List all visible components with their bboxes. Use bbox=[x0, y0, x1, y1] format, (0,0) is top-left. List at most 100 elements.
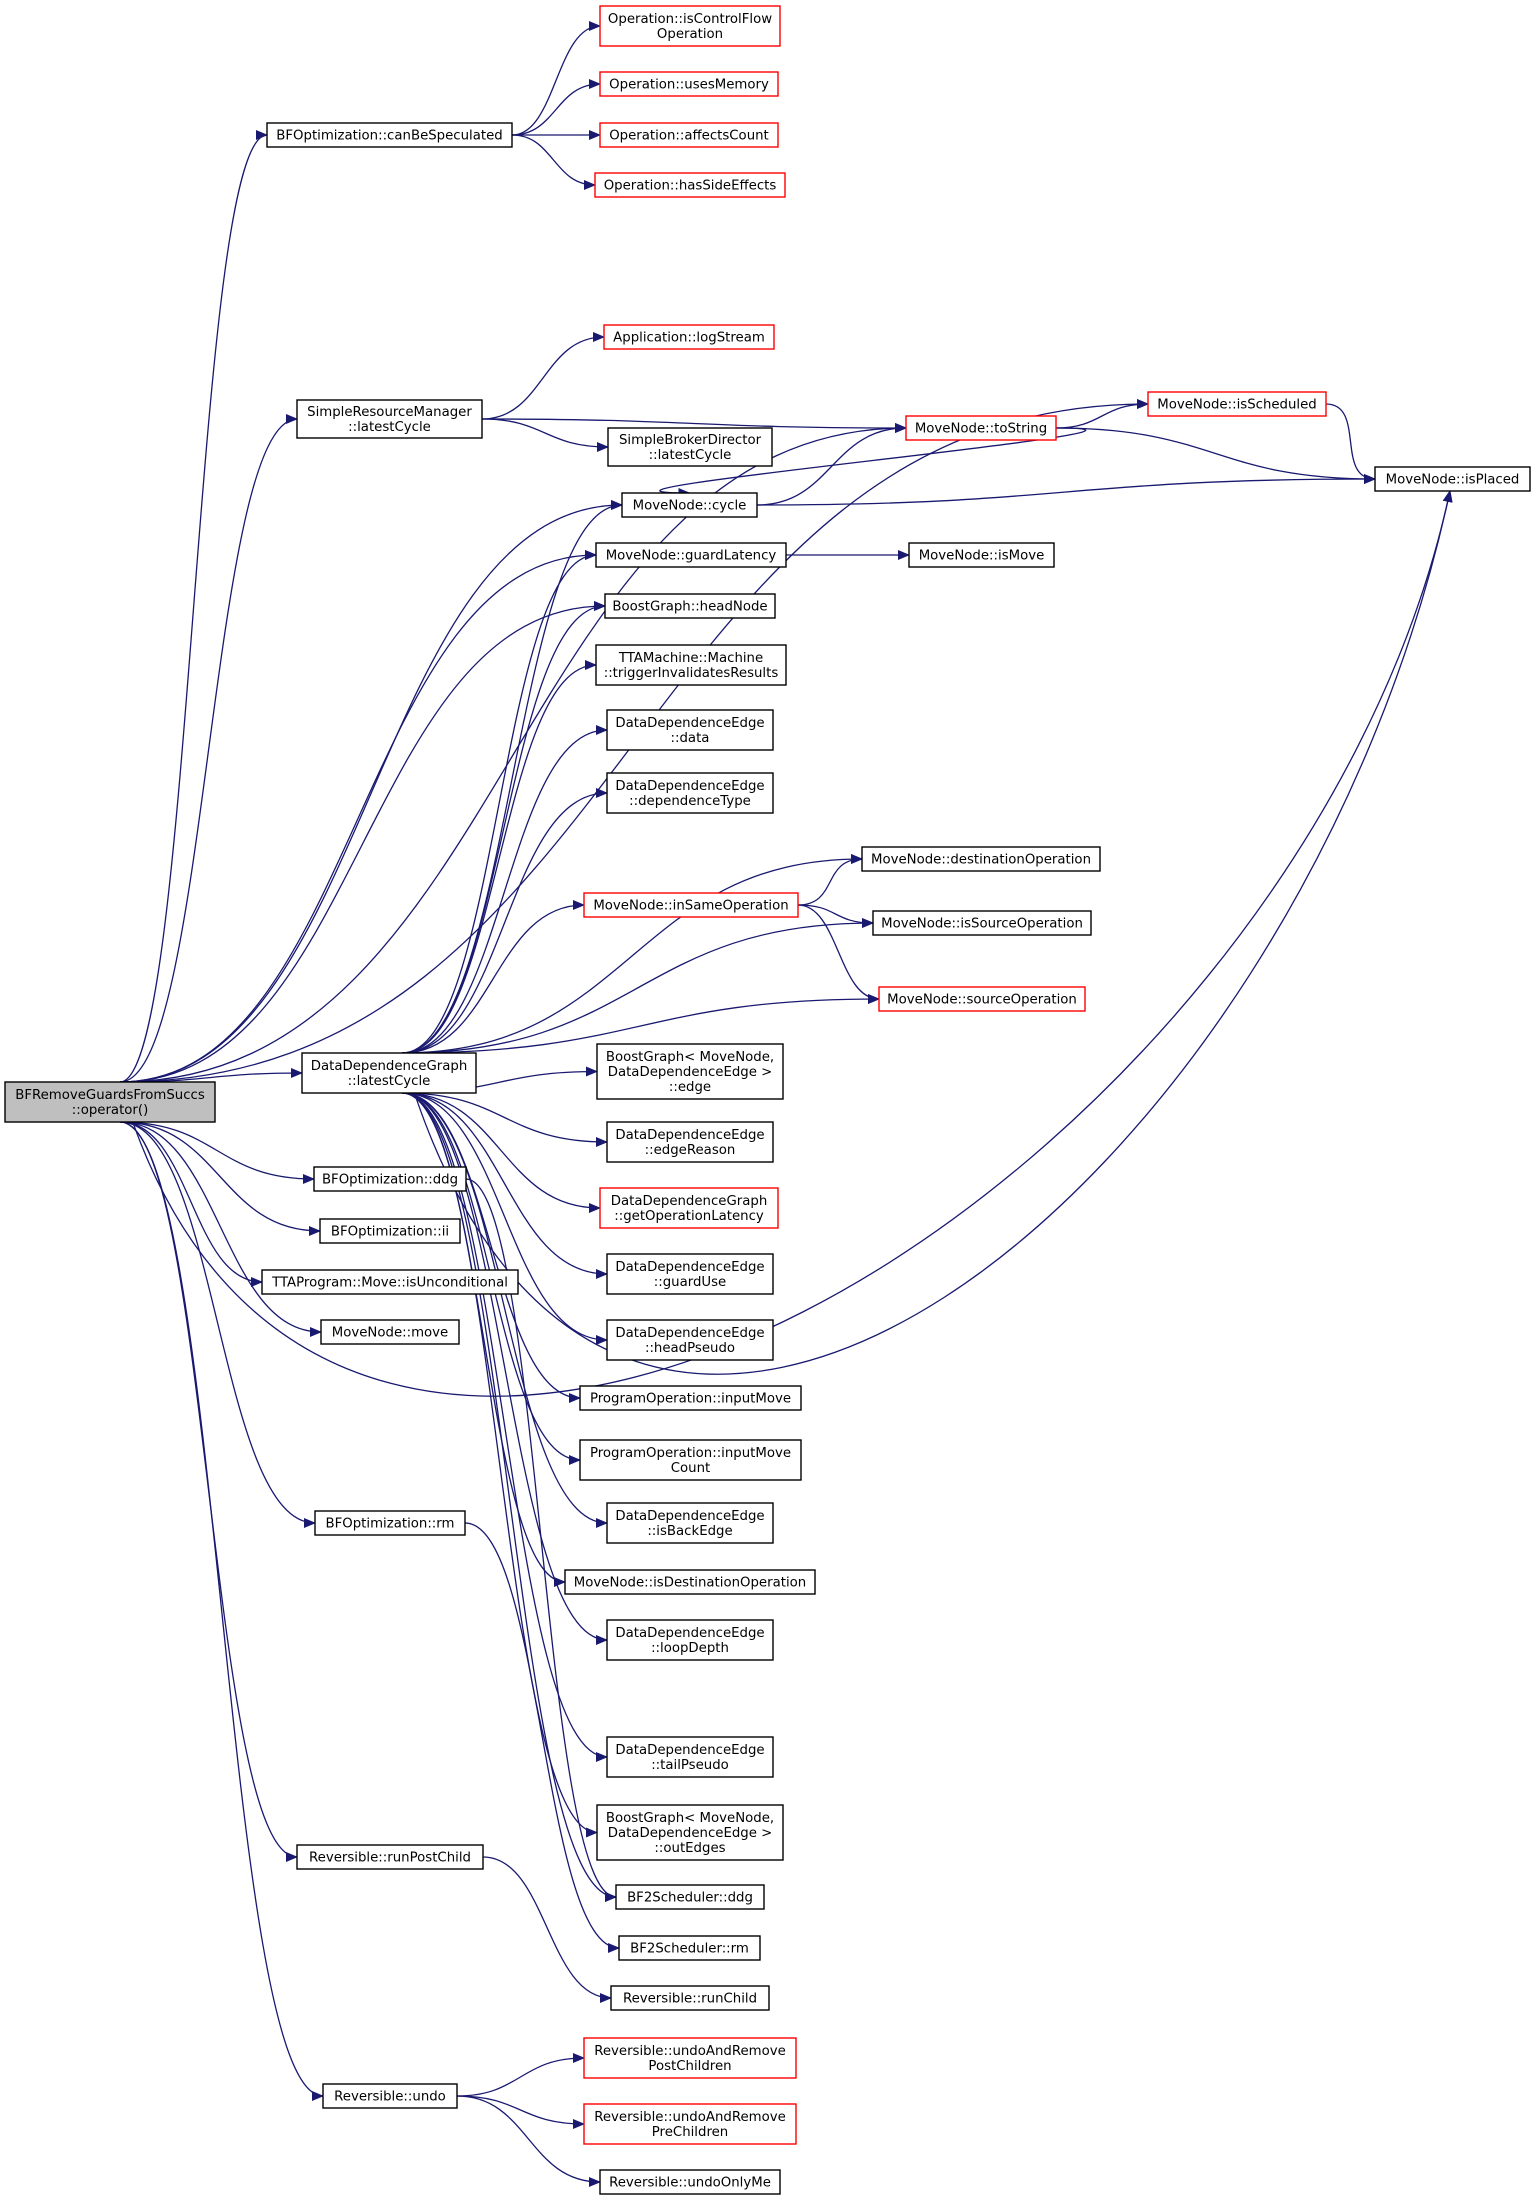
node-box bbox=[579, 1439, 802, 1481]
edge-toString-to-isPlaced bbox=[1055, 427, 1376, 484]
node-box bbox=[595, 644, 787, 686]
node-box bbox=[872, 910, 1092, 936]
node-ddgLatestCycle[interactable]: DataDependenceGraph::latestCycle bbox=[301, 1052, 477, 1094]
node-label: BFRemoveGuardsFromSuccs bbox=[15, 1088, 205, 1103]
edge-ddgLatestCycle-to-getOperationLatency bbox=[401, 1092, 601, 1213]
node-label: MoveNode::isPlaced bbox=[1386, 473, 1520, 488]
node-box bbox=[607, 427, 773, 467]
edge-root-to-guardLatency bbox=[119, 550, 597, 1083]
node-dataEdge[interactable]: DataDependenceEdge::data bbox=[606, 709, 774, 751]
node-box bbox=[594, 172, 786, 198]
node-sbdLatestCycle[interactable]: SimpleBrokerDirector::latestCycle bbox=[607, 427, 773, 467]
node-isMove[interactable]: MoveNode::isMove bbox=[908, 542, 1055, 568]
node-isScheduled[interactable]: MoveNode::isScheduled bbox=[1147, 391, 1327, 417]
node-label: ::tailPseudo bbox=[651, 1758, 729, 1773]
node-toString[interactable]: MoveNode::toString bbox=[905, 415, 1057, 441]
edge-root-to-headNode bbox=[119, 601, 606, 1083]
node-label: DataDependenceEdge bbox=[615, 1128, 764, 1143]
node-tailPseudo[interactable]: DataDependenceEdge::tailPseudo bbox=[606, 1736, 774, 1778]
node-label: ProgramOperation::inputMove bbox=[590, 1392, 791, 1407]
node-label: Operation::isControlFlow bbox=[608, 12, 772, 27]
node-isDestinationOperation[interactable]: MoveNode::isDestinationOperation bbox=[564, 1569, 816, 1595]
node-box bbox=[606, 1253, 774, 1295]
node-label: BFOptimization::ddg bbox=[322, 1173, 458, 1188]
node-outEdges[interactable]: BoostGraph< MoveNode,DataDependenceEdge … bbox=[596, 1804, 784, 1861]
node-runChild[interactable]: Reversible::runChild bbox=[610, 1985, 770, 2011]
node-inputMove[interactable]: ProgramOperation::inputMove bbox=[579, 1385, 802, 1411]
node-root[interactable]: BFRemoveGuardsFromSuccs::operator() bbox=[4, 1081, 216, 1123]
edge-ddgLatestCycle-to-destinationOperation bbox=[401, 854, 863, 1054]
node-label: Reversible::undoAndRemove bbox=[594, 2044, 786, 2059]
node-label: ::edge bbox=[669, 1080, 711, 1095]
edge-layer bbox=[119, 21, 1453, 2187]
node-label: ::loopDepth bbox=[651, 1641, 729, 1656]
node-box bbox=[320, 1319, 460, 1345]
node-headNode[interactable]: BoostGraph::headNode bbox=[604, 593, 776, 619]
node-label: ::latestCycle bbox=[348, 420, 431, 435]
node-getOperationLatency[interactable]: DataDependenceGraph::getOperationLatency bbox=[599, 1187, 779, 1229]
node-bfoDdg[interactable]: BFOptimization::ddg bbox=[313, 1166, 467, 1192]
node-box bbox=[599, 122, 779, 148]
node-box bbox=[606, 772, 774, 814]
node-loopDepth[interactable]: DataDependenceEdge::loopDepth bbox=[606, 1619, 774, 1661]
node-label: ::guardUse bbox=[654, 1275, 727, 1290]
node-label: ::isBackEdge bbox=[647, 1524, 732, 1539]
node-destinationOperation[interactable]: MoveNode::destinationOperation bbox=[861, 846, 1101, 872]
node-isPlaced[interactable]: MoveNode::isPlaced bbox=[1374, 466, 1531, 492]
edge-ddgLatestCycle-to-inSameOperation bbox=[401, 900, 585, 1054]
node-edgeReason[interactable]: DataDependenceEdge::edgeReason bbox=[606, 1121, 774, 1163]
edge-bfoDdg-to-bf2Ddg bbox=[465, 1178, 617, 1902]
node-dependenceType[interactable]: DataDependenceEdge::dependenceType bbox=[606, 772, 774, 814]
node-hasSideEffects[interactable]: Operation::hasSideEffects bbox=[594, 172, 786, 198]
node-box bbox=[908, 542, 1055, 568]
node-box bbox=[1374, 466, 1531, 492]
node-bf2Rm[interactable]: BF2Scheduler::rm bbox=[618, 1935, 761, 1961]
node-box bbox=[579, 1385, 802, 1411]
node-label: TTAMachine::Machine bbox=[618, 651, 763, 666]
node-mnMove[interactable]: MoveNode::move bbox=[320, 1319, 460, 1345]
node-isSourceOperation[interactable]: MoveNode::isSourceOperation bbox=[872, 910, 1092, 936]
edge-ddgLatestCycle-to-loopDepth bbox=[401, 1092, 608, 1645]
edge-ddgLatestCycle-to-dependenceType bbox=[401, 788, 608, 1054]
node-bfoIi[interactable]: BFOptimization::ii bbox=[319, 1218, 461, 1244]
edge-ddgLatestCycle-to-edgeReason bbox=[401, 1092, 608, 1147]
node-srmLatestCycle[interactable]: SimpleResourceManager::latestCycle bbox=[296, 399, 483, 439]
node-undo[interactable]: Reversible::undo bbox=[322, 2083, 458, 2109]
node-canBeSpeculated[interactable]: BFOptimization::canBeSpeculated bbox=[266, 122, 513, 148]
node-label: DataDependenceEdge bbox=[615, 1626, 764, 1641]
node-label: DataDependenceEdge bbox=[615, 1743, 764, 1758]
node-isBackEdge[interactable]: DataDependenceEdge::isBackEdge bbox=[606, 1502, 774, 1544]
edge-undo-to-undoOnlyMe bbox=[456, 2095, 601, 2187]
node-label: TTAProgram::Move::isUnconditional bbox=[271, 1276, 508, 1291]
edge-ddgLatestCycle-to-guardUse bbox=[401, 1092, 608, 1279]
node-label: BoostGraph< MoveNode, bbox=[606, 1050, 774, 1065]
node-guardLatency[interactable]: MoveNode::guardLatency bbox=[595, 542, 787, 568]
node-bgEdge[interactable]: BoostGraph< MoveNode,DataDependenceEdge … bbox=[596, 1043, 784, 1100]
node-logStream[interactable]: Application::logStream bbox=[603, 324, 775, 350]
node-guardUse[interactable]: DataDependenceEdge::guardUse bbox=[606, 1253, 774, 1295]
node-headPseudo[interactable]: DataDependenceEdge::headPseudo bbox=[606, 1319, 774, 1361]
node-label: MoveNode::inSameOperation bbox=[593, 899, 788, 914]
node-triggerInvalidatesResults[interactable]: TTAMachine::Machine::triggerInvalidatesR… bbox=[595, 644, 787, 686]
node-undoOnlyMe[interactable]: Reversible::undoOnlyMe bbox=[599, 2169, 781, 2195]
node-bfoRm[interactable]: BFOptimization::rm bbox=[314, 1510, 466, 1536]
node-inSameOperation[interactable]: MoveNode::inSameOperation bbox=[583, 892, 799, 918]
node-affectsCount[interactable]: Operation::affectsCount bbox=[599, 122, 779, 148]
node-label: ::latestCycle bbox=[348, 1074, 431, 1089]
node-sourceOperation[interactable]: MoveNode::sourceOperation bbox=[878, 986, 1086, 1012]
node-label: ProgramOperation::inputMove bbox=[590, 1446, 791, 1461]
edge-inSameOperation-to-destinationOperation bbox=[797, 854, 863, 906]
node-label: Reversible::undo bbox=[334, 2090, 446, 2105]
node-cycle[interactable]: MoveNode::cycle bbox=[621, 492, 758, 518]
node-bf2Ddg[interactable]: BF2Scheduler::ddg bbox=[615, 1884, 765, 1910]
node-usesMemory[interactable]: Operation::usesMemory bbox=[599, 71, 779, 97]
node-runPostChild[interactable]: Reversible::runPostChild bbox=[296, 1844, 484, 1870]
node-box bbox=[618, 1935, 761, 1961]
node-label: ::operator() bbox=[72, 1103, 149, 1118]
node-isUnconditional[interactable]: TTAProgram::Move::isUnconditional bbox=[261, 1269, 519, 1295]
